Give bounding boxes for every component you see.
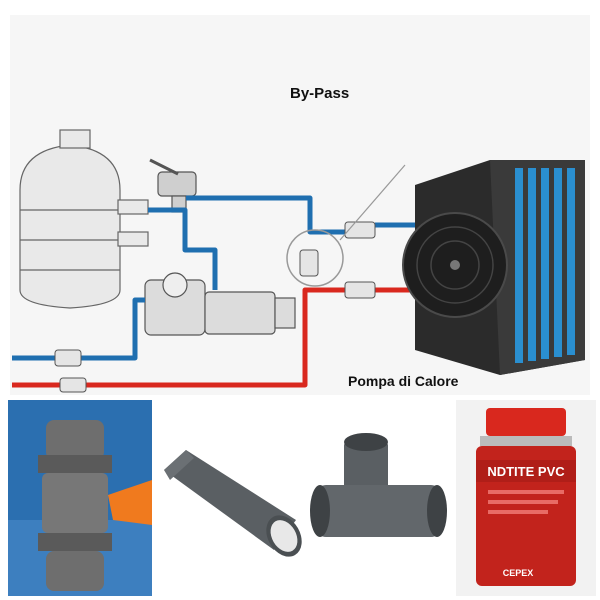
glue-sub-text: CEPEX [503, 568, 534, 578]
pvc-pipe-photo [156, 400, 304, 596]
heat-pump-label: Pompa di Calore [348, 373, 459, 389]
pool-pump [144, 272, 296, 336]
callout-line [339, 164, 406, 241]
glue-brand-text: NDTITE PVC [487, 464, 565, 479]
ball-valve-photo [8, 400, 152, 596]
pvc-glue-can-icon: NDTITE PVC CEPEX [456, 400, 596, 596]
heat-pump-fins [515, 168, 575, 363]
sand-filter [19, 129, 149, 309]
pvc-pipe-icon [156, 400, 304, 596]
diagram-drawing [12, 129, 585, 393]
heat-pump [402, 160, 585, 375]
bypass-diagram: By-Pass Pompa di Calore [12, 85, 585, 393]
pvc-glue-photo: NDTITE PVC CEPEX [456, 400, 596, 596]
bypass-valves [54, 221, 376, 393]
diagram-title: By-Pass [290, 85, 350, 102]
pvc-tee-fitting-icon [306, 400, 452, 596]
pvc-tee-photo [306, 400, 452, 596]
pvc-ball-valve-icon [8, 400, 152, 596]
bypass-highlight-circle [286, 229, 344, 287]
